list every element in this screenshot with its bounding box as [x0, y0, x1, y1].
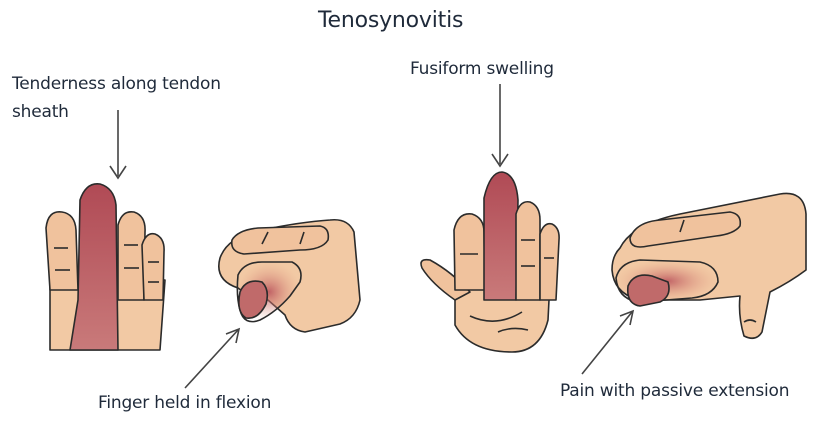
fusiform-label: Fusiform swelling: [410, 58, 554, 80]
passive-extension-label: Pain with passive extension: [560, 380, 789, 402]
palm-hand-icon: [421, 172, 559, 352]
diagram-title: Tenosynovitis: [318, 10, 463, 32]
passive-arrow: [582, 311, 633, 374]
flexion-label: Finger held in flexion: [98, 392, 271, 414]
side-extended-hand-icon: [612, 193, 806, 338]
flexion-arrow: [185, 329, 239, 388]
tenderness-label: Tenderness along tendon sheath: [12, 70, 252, 126]
fusiform-arrow: [492, 84, 508, 166]
side-flexed-hand-icon: [219, 220, 360, 332]
dorsal-hand-icon: [46, 184, 165, 350]
